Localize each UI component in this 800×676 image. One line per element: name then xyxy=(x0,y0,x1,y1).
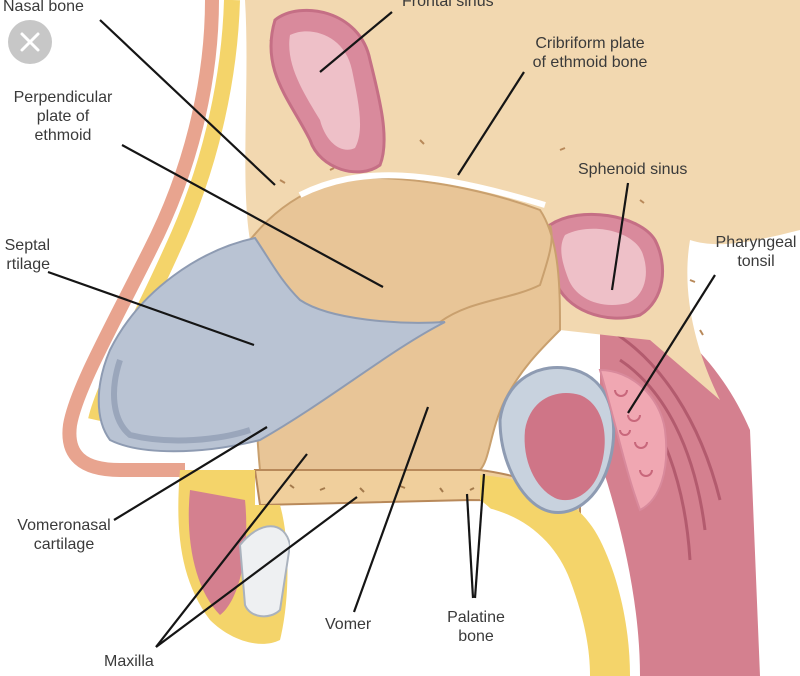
label-cribriform-line-2: of ethmoid bone xyxy=(532,54,648,71)
label-vomeronasal-cartilage: Vomeronasal cartilage xyxy=(8,516,120,554)
cribriform-line xyxy=(298,172,546,208)
label-palatine-line-1: Palatine xyxy=(447,609,505,626)
label-vomeronasal-line-1: Vomeronasal xyxy=(17,517,111,534)
leader-cribriform xyxy=(457,71,525,176)
leader-pharyngeal xyxy=(627,274,716,414)
face-skin xyxy=(0,0,260,676)
cartilage-shade xyxy=(111,359,251,444)
label-palatine-bone: Palatine bone xyxy=(438,608,514,646)
leader-lines xyxy=(47,11,716,648)
leader-palatine-a xyxy=(465,493,475,599)
leader-maxilla-b xyxy=(155,496,358,648)
leader-nasal-bone xyxy=(99,19,276,186)
tonsil-lobules xyxy=(614,389,653,477)
label-septal-line-2: rtilage xyxy=(6,256,50,273)
leader-maxilla-a xyxy=(155,453,308,648)
label-cribriform-plate: Cribriform plate of ethmoid bone xyxy=(515,34,665,72)
leader-septal xyxy=(47,270,255,347)
label-septal-cartilage: Septal rtilage xyxy=(0,236,50,274)
label-vomer: Vomer xyxy=(325,616,372,633)
close-icon xyxy=(20,32,40,52)
label-pharyngeal-line-2: tonsil xyxy=(737,253,775,270)
label-perpendicular-line-1: Perpendicular xyxy=(13,89,113,106)
label-frontal-sinus: Frontal sinus xyxy=(402,0,494,10)
label-perpendicular-line-3: ethmoid xyxy=(34,127,92,144)
leader-perpendicular xyxy=(121,144,384,288)
leader-sphenoid xyxy=(610,182,630,291)
lip-muscle xyxy=(188,490,247,615)
label-perpendicular-plate: Perpendicular plate of ethmoid xyxy=(2,88,124,145)
frontal-sinus-inner xyxy=(289,31,361,150)
label-nasal-bone: Nasal bone xyxy=(3,0,84,15)
label-maxilla: Maxilla xyxy=(104,653,154,670)
palate-texture xyxy=(289,484,475,493)
label-pharyngeal-line-1: Pharyngeal xyxy=(715,234,797,251)
label-perpendicular-line-2: plate of xyxy=(36,108,90,125)
leader-vomeronasal xyxy=(113,426,268,521)
suture-perpendicular-vomer xyxy=(439,224,553,323)
septal-cartilage-shape xyxy=(97,236,446,453)
face-outline xyxy=(62,0,219,477)
sphenoid-sinus-inner xyxy=(561,228,646,306)
label-pharyngeal-tonsil: Pharyngeal tonsil xyxy=(706,233,800,271)
close-button[interactable] xyxy=(8,20,52,64)
leader-vomer xyxy=(352,406,430,613)
label-cribriform-line-1: Cribriform plate xyxy=(535,35,645,52)
oral-tissue xyxy=(290,505,590,676)
label-sphenoid-sinus: Sphenoid sinus xyxy=(578,161,688,178)
label-vomeronasal-line-2: cartilage xyxy=(33,536,95,553)
label-septal-line-1: Septal xyxy=(4,237,50,254)
leader-frontal-sinus xyxy=(319,11,393,73)
leader-palatine-b xyxy=(473,473,486,599)
torus-inner xyxy=(524,393,605,501)
label-palatine-line-2: bone xyxy=(458,628,494,645)
